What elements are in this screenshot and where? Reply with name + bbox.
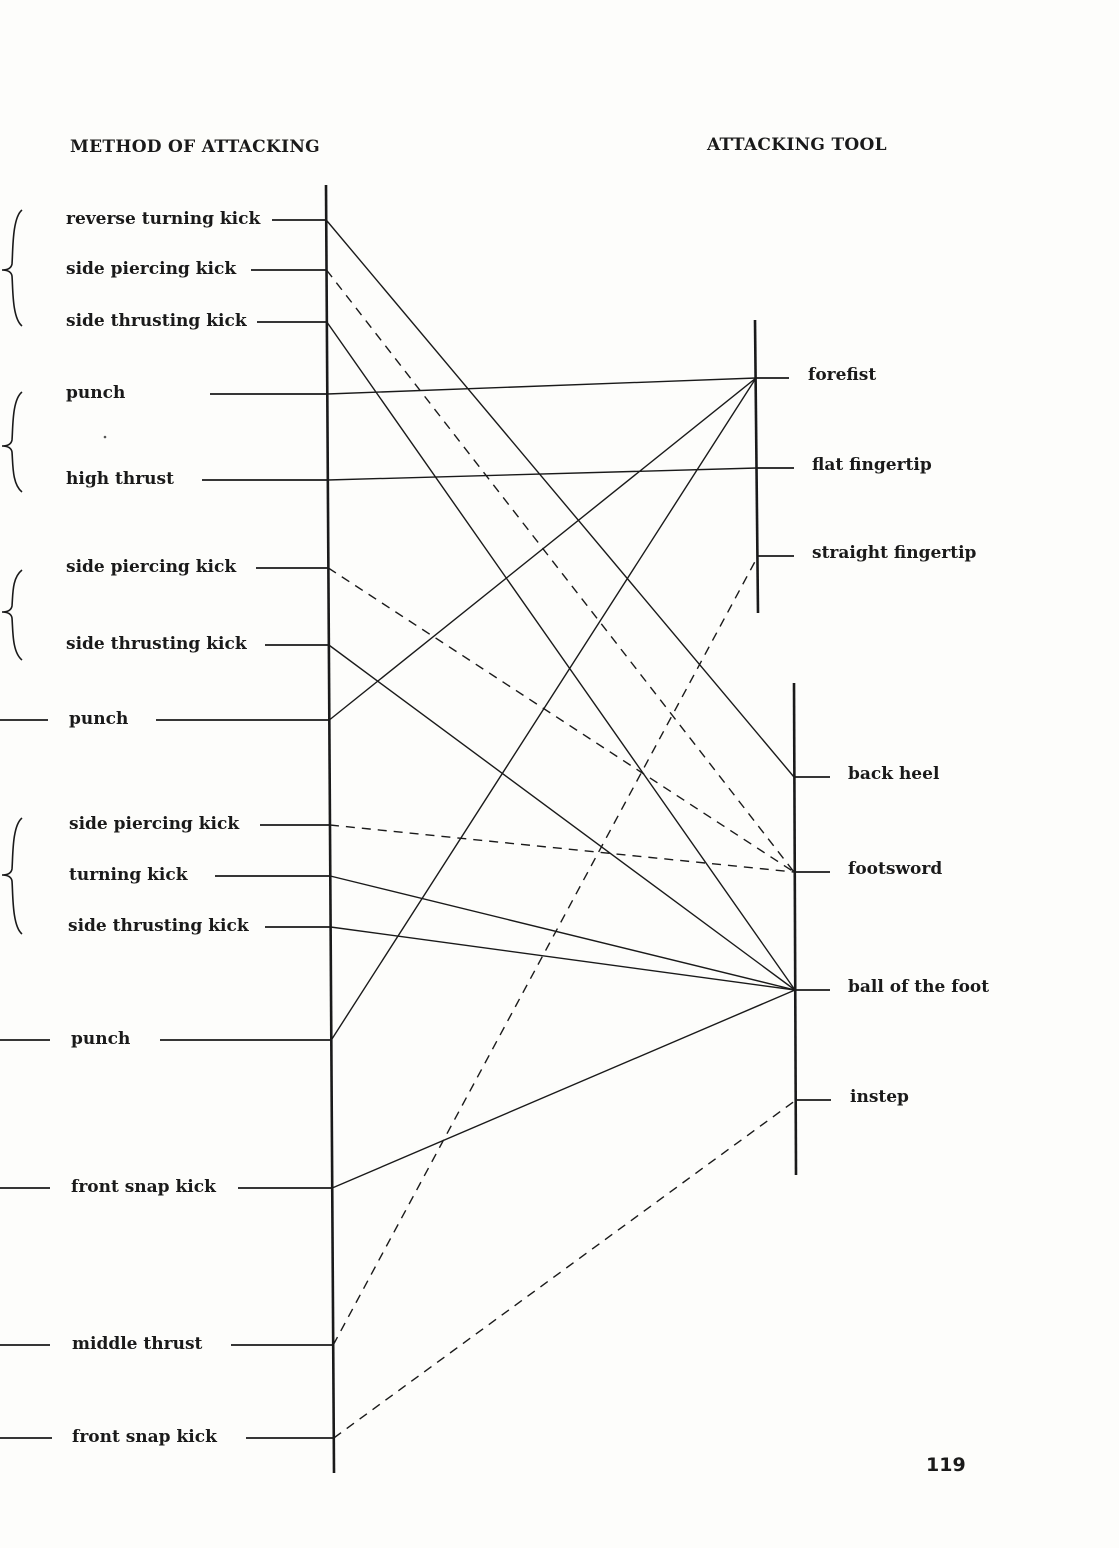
connection-m3-t0 <box>327 377 757 395</box>
connection-m8-t4 <box>329 824 795 873</box>
method-label: side thrusting kick <box>68 916 250 936</box>
tool-label-t0: forefist <box>808 365 876 385</box>
connection-m14-t6 <box>333 1099 797 1439</box>
method-label: front snap kick <box>72 1427 218 1447</box>
hand-tool-axis <box>753 319 760 614</box>
method-label: reverse turning kick <box>66 209 261 229</box>
method-label: side thrusting kick <box>66 311 248 331</box>
connection-m7-t0 <box>328 377 757 721</box>
method-label: punch <box>71 1029 130 1049</box>
group-brace <box>1 209 23 327</box>
method-label: punch <box>66 383 125 403</box>
tool-label-t2: straight fingertip <box>812 543 977 563</box>
connection-m4-t1 <box>327 467 758 481</box>
group-brace <box>1 817 23 935</box>
scan-dot <box>103 435 107 439</box>
tool-label-t1: flat fingertip <box>812 455 932 475</box>
page-number: 119 <box>926 1454 966 1476</box>
connection-m9-t5 <box>330 875 796 991</box>
method-label: side piercing kick <box>66 557 237 577</box>
method-label: side thrusting kick <box>66 634 248 654</box>
method-label: turning kick <box>69 865 189 885</box>
group-brace <box>1 569 23 661</box>
method-label: middle thrust <box>72 1334 203 1354</box>
method-label: high thrust <box>66 469 174 489</box>
group-brace <box>1 391 23 493</box>
tool-label-t4: footsword <box>848 859 942 879</box>
tool-label-t3: back heel <box>848 764 940 784</box>
connections-layer <box>325 219 797 1439</box>
connection-m10-t5 <box>330 926 796 991</box>
labels-layer: METHOD OF ATTACKING ATTACKING TOOL 119 r… <box>66 135 989 1476</box>
connection-m5-t4 <box>327 567 795 873</box>
foot-tool-axis <box>792 682 798 1176</box>
tool-label-t6: instep <box>850 1087 909 1107</box>
method-label: side piercing kick <box>66 259 237 279</box>
connection-m13-t2 <box>332 555 759 1346</box>
axes-layer <box>0 184 831 1474</box>
tool-column-header: ATTACKING TOOL <box>706 135 887 155</box>
method-axis <box>324 184 336 1474</box>
method-label: front snap kick <box>71 1177 217 1197</box>
connection-m1-t4 <box>325 269 795 873</box>
method-label: side piercing kick <box>69 814 240 834</box>
connection-m0-t3 <box>325 219 795 778</box>
connection-m6-t5 <box>328 644 796 991</box>
connection-m11-t0 <box>330 377 757 1041</box>
method-label: punch <box>69 709 128 729</box>
tool-label-t5: ball of the foot <box>848 977 989 997</box>
connection-m12-t5 <box>331 989 796 1189</box>
connection-m2-t5 <box>326 321 796 991</box>
method-column-header: METHOD OF ATTACKING <box>70 137 320 157</box>
